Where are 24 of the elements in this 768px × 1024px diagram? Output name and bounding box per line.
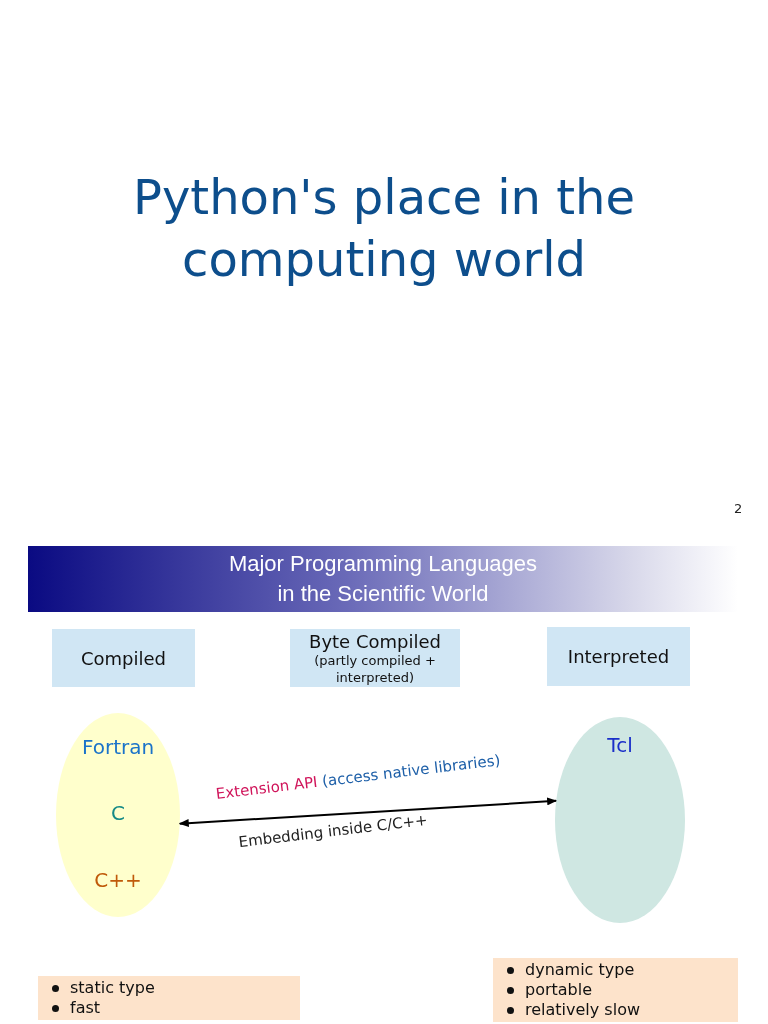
category-note: (partly compiled + interpreted) bbox=[313, 652, 437, 686]
category-label: Interpreted bbox=[567, 646, 670, 667]
trait-item: dynamic type bbox=[525, 960, 635, 979]
trait-item: relatively slow bbox=[525, 1000, 640, 1019]
language-name: Tcl bbox=[606, 733, 634, 757]
slide-title: Python's place in the computing world bbox=[132, 168, 636, 289]
language-name: Fortran bbox=[80, 735, 156, 759]
language-name: C bbox=[110, 801, 126, 825]
category-label: Compiled bbox=[80, 647, 166, 669]
band-heading: Major Programming Languages in the Scientific World bbox=[227, 550, 539, 608]
trait-item: portable bbox=[525, 980, 593, 999]
trait-list bbox=[493, 958, 738, 1022]
category-box bbox=[547, 627, 690, 686]
category-box bbox=[52, 629, 195, 687]
trait-item: static type bbox=[70, 978, 155, 997]
trait-list bbox=[38, 976, 300, 1020]
edge-label: Extension API (access native libraries) bbox=[214, 751, 502, 803]
double-arrow bbox=[178, 797, 558, 828]
category-label: Byte Compiled bbox=[309, 630, 441, 652]
line-caption: Embedding inside C/C++ bbox=[237, 810, 429, 852]
trait-item: fast bbox=[70, 998, 101, 1017]
page-number: 2 bbox=[734, 501, 743, 516]
language-name: C++ bbox=[93, 868, 143, 892]
category-box bbox=[290, 629, 460, 687]
